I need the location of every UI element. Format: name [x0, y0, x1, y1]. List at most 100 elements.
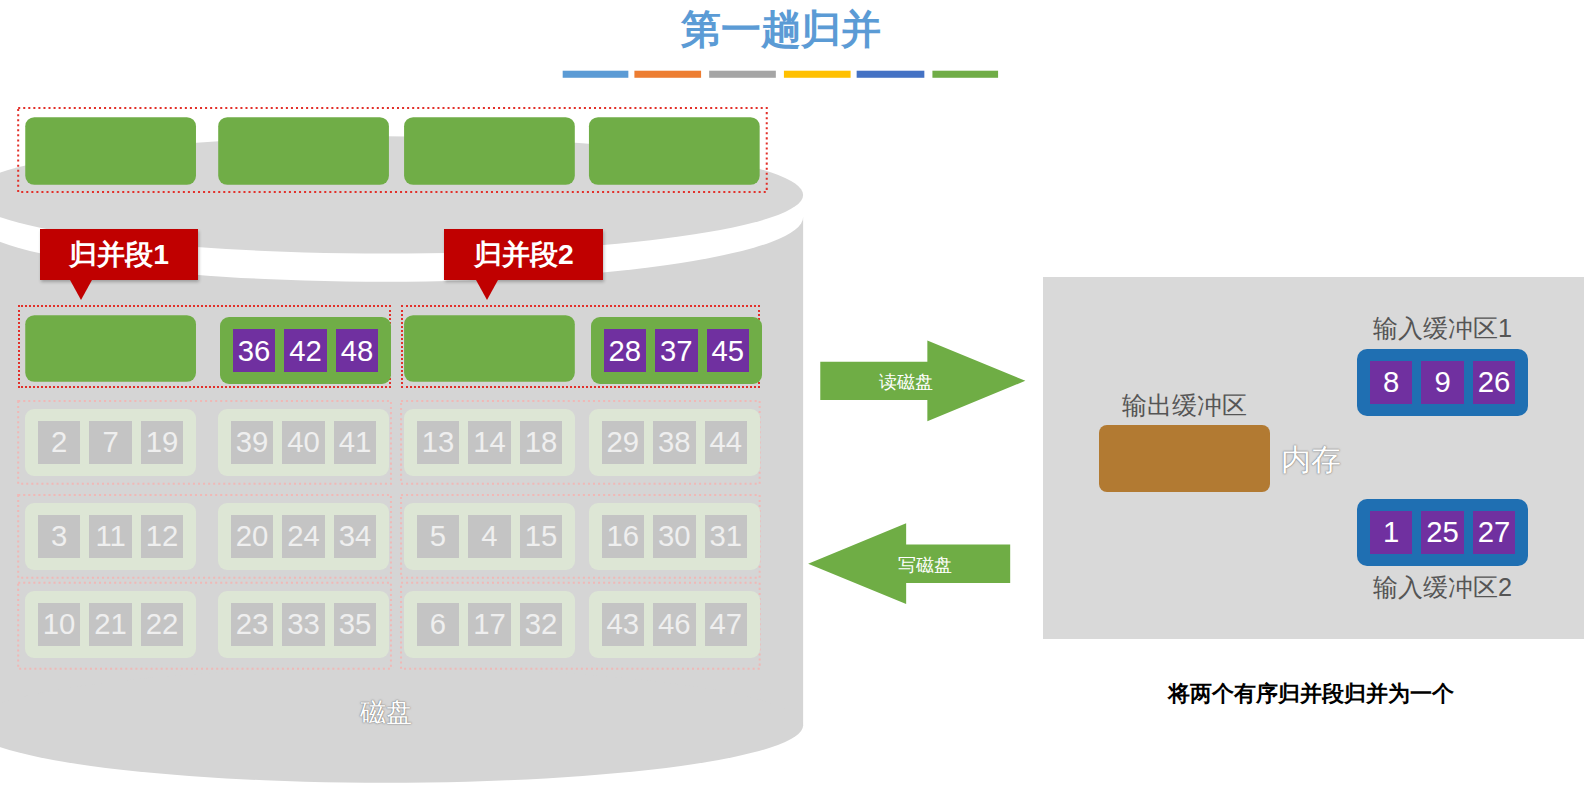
faded-record-block: 39 40 41 [218, 409, 389, 476]
cell-row: 364248 [233, 329, 378, 371]
record-number: 42 [289, 334, 322, 368]
dotted-frame [401, 495, 760, 578]
record-number: 46 [658, 607, 691, 641]
record-number: 41 [339, 425, 372, 459]
record-number: 19 [146, 425, 179, 459]
memory-panel: 输出缓冲区输入缓冲区18926输入缓冲区212527内存 [1043, 277, 1584, 640]
record-number: 34 [339, 519, 372, 553]
cell-row: 2719 [38, 421, 183, 463]
record-number: 32 [525, 607, 558, 641]
record-number: 17 [473, 607, 506, 641]
record-number: 31 [710, 519, 743, 553]
record-number: 25 [1426, 515, 1459, 549]
record-number: 48 [341, 334, 374, 368]
callout-pointer [70, 280, 92, 300]
caption-holder: 将两个有序归并段归并为一个 [1168, 679, 1454, 709]
record-number: 20 [236, 519, 269, 553]
record-number: 44 [710, 425, 743, 459]
record-number: 9 [1434, 365, 1450, 399]
record-number: 12 [146, 519, 179, 553]
record-number: 47 [710, 607, 743, 641]
faded-record-block: 131418 [404, 409, 575, 476]
number-cell: 8 [1370, 361, 1412, 403]
number-cell: 25 [1421, 511, 1463, 553]
disk-cylinder: 364248归并段1283745归并段227193940411314182938… [0, 136, 803, 783]
dotted-frame [18, 583, 391, 669]
number-cell: 44 [705, 421, 747, 463]
cell-row: 10 21 22 [38, 603, 183, 645]
empty-block [404, 315, 575, 382]
number-cell: 19 [141, 421, 183, 463]
number-cell: 23 [231, 603, 273, 645]
buffer-heading-holder: 输入缓冲区1 [1373, 312, 1512, 345]
record-block: 28 37 45 [591, 317, 762, 384]
number-cell: 5 [417, 515, 459, 557]
number-cell: 10 [38, 603, 80, 645]
caption: 将两个有序归并段归并为一个 [1168, 679, 1454, 709]
cell-row: 131418 [417, 421, 562, 463]
number-cell: 34 [334, 515, 376, 557]
record-number: 30 [658, 519, 691, 553]
number-cell: 3 [38, 515, 80, 557]
cell-row: 293844 [602, 421, 747, 463]
record-number: 27 [1478, 515, 1511, 549]
record-number: 45 [712, 334, 745, 368]
number-cell: 7 [89, 421, 131, 463]
number-cell: 27 [1473, 511, 1515, 553]
dotted-frame [401, 401, 760, 484]
number-cell: 11 [89, 515, 131, 557]
number-cell: 17 [468, 603, 510, 645]
color-bar [857, 71, 925, 78]
empty-block [589, 117, 760, 185]
faded-record-block: 2719 [25, 409, 196, 476]
empty-block [25, 117, 196, 185]
record-number: 1 [1383, 515, 1399, 549]
number-cell: 4 [468, 515, 510, 557]
record-number: 7 [102, 425, 118, 459]
input-buffer: 输入缓冲区212527 [1357, 499, 1529, 566]
number-cell: 40 [282, 421, 324, 463]
color-bar [709, 71, 776, 78]
record-number: 39 [236, 425, 269, 459]
dotted-frame [401, 583, 760, 669]
number-cell: 22 [141, 603, 183, 645]
disk-cylinder [0, 136, 803, 782]
segment-callout: 归并段2 [444, 229, 603, 280]
segment-label: 归并段2 [474, 236, 574, 274]
arrow-label: 读磁盘 [879, 368, 933, 393]
record-number: 37 [660, 334, 693, 368]
color-bar [563, 71, 629, 78]
dotted-frame [18, 495, 391, 578]
number-cell: 28 [604, 329, 646, 371]
number-cell: 39 [231, 421, 273, 463]
cell-row: 16 30 31 [602, 515, 747, 557]
cell-row: 28 37 45 [604, 329, 749, 371]
cylinder-bottom [0, 668, 803, 783]
cell-row: 1 25 27 [1370, 511, 1515, 553]
segment-callout: 归并段1 [40, 229, 198, 280]
faded-record-block: 233335 [218, 591, 389, 658]
cell-row: 202434 [231, 515, 376, 557]
number-cell: 46 [653, 603, 695, 645]
color-bar [784, 71, 851, 78]
top-row [18, 108, 767, 192]
disk-label: 磁盘 [360, 695, 412, 730]
block-arrow [808, 523, 1010, 604]
cell-row: 8926 [1370, 361, 1515, 403]
faded-record-block: 10 21 22 [25, 591, 196, 658]
merge-segment: 364248归并段1 [18, 305, 391, 388]
number-cell: 47 [705, 603, 747, 645]
faded-record-block: 311 12 [25, 503, 196, 570]
buffer-heading: 输入缓冲区2 [1373, 571, 1512, 604]
title: 第一趟归并 [681, 2, 881, 57]
cell-row: 5415 [417, 515, 562, 557]
cell-row: 233335 [231, 603, 376, 645]
number-cell: 38 [653, 421, 695, 463]
dotted-frame [18, 108, 767, 192]
record-number: 16 [607, 519, 640, 553]
record-number: 21 [94, 607, 127, 641]
number-cell: 20 [231, 515, 273, 557]
arrow-label-holder: 读磁盘 [879, 368, 933, 393]
number-cell: 15 [520, 515, 562, 557]
